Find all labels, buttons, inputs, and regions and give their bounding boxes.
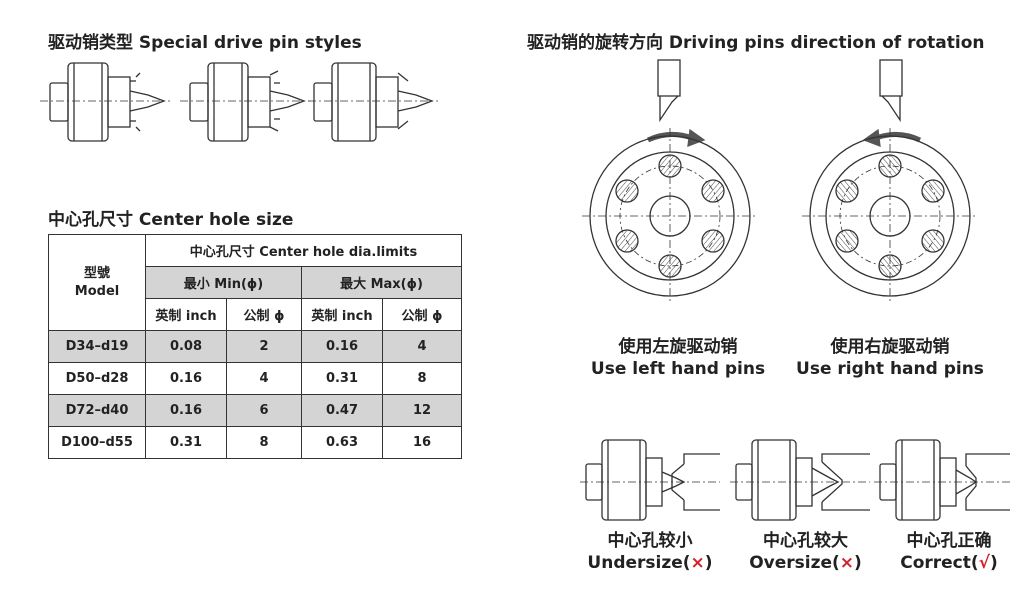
table-row: D72–d40 0.16 6 0.47 12 <box>48 394 462 427</box>
right-pin-wheel-drawing <box>802 128 978 304</box>
oversize-caption-cn: 中心孔较大 <box>763 531 848 551</box>
oversize-cross-icon: × <box>839 553 855 573</box>
rotation-direction-illustration <box>582 59 978 304</box>
center-hole-size-table: 型號 Model 中心孔尺寸 Center hole dia.limits 最小… <box>48 234 462 459</box>
max-inch-cell: 0.63 <box>301 426 383 459</box>
table-row: D34–d19 0.08 2 0.16 4 <box>48 330 462 363</box>
max-inch-cell: 0.47 <box>301 394 383 427</box>
sub-header-max-metric: 公制 ϕ <box>382 298 462 331</box>
oversize-caption-en: Oversize( <box>749 553 840 573</box>
drive-pin-styles-illustration <box>40 62 438 142</box>
correct-caption-cn: 中心孔正确 <box>906 531 992 551</box>
min-metric-cell: 6 <box>226 394 302 427</box>
limits-header: 中心孔尺寸 Center hole dia.limits <box>145 234 462 267</box>
correct-drawing <box>874 439 1010 521</box>
max-header: 最大 Max(ϕ) <box>301 266 462 299</box>
min-metric-cell: 2 <box>226 330 302 363</box>
model-cell: D34–d19 <box>48 330 146 363</box>
left-pin-wheel-drawing <box>582 128 758 304</box>
left-hand-pin-drawing <box>657 59 681 123</box>
min-inch-cell: 0.16 <box>145 394 227 427</box>
min-header: 最小 Min(ϕ) <box>145 266 302 299</box>
min-inch-cell: 0.08 <box>145 330 227 363</box>
model-cell: D50–d28 <box>48 362 146 395</box>
rotation-direction-heading: 驱动销的旋转方向 Driving pins direction of rotat… <box>527 33 985 53</box>
model-cell: D72–d40 <box>48 394 146 427</box>
correct-caption: 中心孔正确 Correct(√) <box>880 530 1018 574</box>
drive-pin-style-1-drawing <box>40 62 170 142</box>
right-hand-pin-drawing <box>879 59 903 123</box>
center-hole-fit-illustration <box>580 439 1010 521</box>
min-metric-cell: 4 <box>226 362 302 395</box>
sub-header-max-inch: 英制 inch <box>301 298 383 331</box>
undersize-caption-en: Undersize( <box>587 553 691 573</box>
max-metric-cell: 4 <box>382 330 462 363</box>
left-hand-pins-caption-cn: 使用左旋驱动销 <box>618 337 738 357</box>
model-header-en: Model <box>74 283 120 299</box>
table-row: D100–d55 0.31 8 0.63 16 <box>48 426 462 459</box>
model-header-cell: 型號 Model <box>48 234 146 331</box>
right-hand-pins-caption-en: Use right hand pins <box>796 359 984 379</box>
table-row: D50–d28 0.16 4 0.31 8 <box>48 362 462 395</box>
model-cell: D100–d55 <box>48 426 146 459</box>
oversize-drawing <box>730 439 870 521</box>
drive-pin-styles-heading: 驱动销类型 Special drive pin styles <box>48 33 362 53</box>
right-hand-pins-caption: 使用右旋驱动销 Use right hand pins <box>790 336 990 380</box>
max-metric-cell: 8 <box>382 362 462 395</box>
right-hand-pins-caption-cn: 使用右旋驱动销 <box>830 337 950 357</box>
max-inch-cell: 0.31 <box>301 362 383 395</box>
correct-check-icon: √ <box>978 553 990 573</box>
oversize-caption: 中心孔较大 Oversize(×) <box>733 530 878 574</box>
max-metric-cell: 12 <box>382 394 462 427</box>
undersize-drawing <box>580 439 720 521</box>
drive-pin-style-2-drawing <box>180 62 310 142</box>
min-inch-cell: 0.16 <box>145 362 227 395</box>
undersize-cross-icon: × <box>690 553 705 573</box>
min-metric-cell: 8 <box>226 426 302 459</box>
min-inch-cell: 0.31 <box>145 426 227 459</box>
center-hole-size-heading: 中心孔尺寸 Center hole size <box>48 210 294 230</box>
sub-header-min-metric: 公制 ϕ <box>226 298 302 331</box>
drive-pin-style-3-drawing <box>308 62 438 142</box>
undersize-caption: 中心孔较小 Undersize(×) <box>575 530 725 574</box>
max-inch-cell: 0.16 <box>301 330 383 363</box>
undersize-caption-cn: 中心孔较小 <box>607 531 693 551</box>
left-hand-pins-caption: 使用左旋驱动销 Use left hand pins <box>578 336 778 380</box>
max-metric-cell: 16 <box>382 426 462 459</box>
sub-header-min-inch: 英制 inch <box>145 298 227 331</box>
left-hand-pins-caption-en: Use left hand pins <box>590 359 766 379</box>
correct-caption-en: Correct( <box>900 553 979 573</box>
model-header-cn: 型號 <box>83 265 110 281</box>
